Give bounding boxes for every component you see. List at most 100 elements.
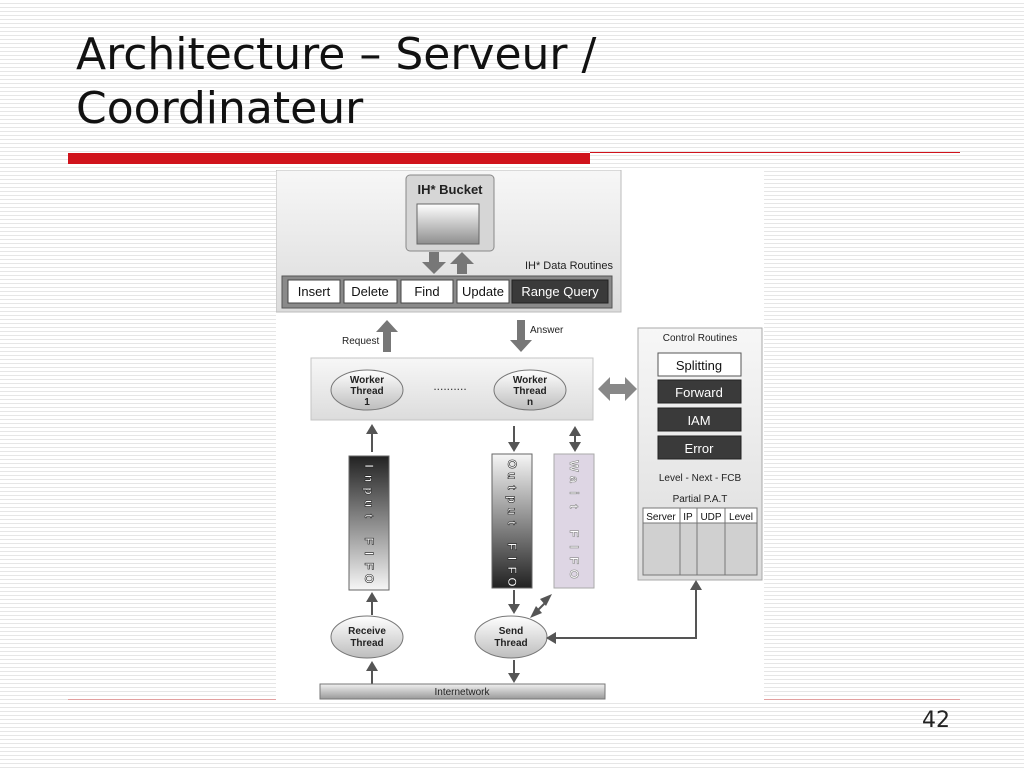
routine-range-query-button[interactable]: Range Query xyxy=(511,279,609,304)
control-error-label: Error xyxy=(685,441,715,456)
control-splitting-button[interactable]: Splitting xyxy=(657,352,742,377)
fifo-letter: i xyxy=(567,491,581,494)
control-forward-button[interactable]: Forward xyxy=(657,379,742,404)
title-underline-bar xyxy=(68,153,590,164)
fifo-letter: F xyxy=(567,530,581,537)
worker-thread-1-line: 1 xyxy=(364,397,370,408)
fifo-letter: t xyxy=(362,514,376,518)
fifo-letter: u xyxy=(362,500,376,507)
routine-delete-button[interactable]: Delete xyxy=(343,279,398,304)
fifo-letter: p xyxy=(505,496,519,503)
output-fifo xyxy=(491,453,533,589)
send-thread-line: Thread xyxy=(494,638,527,649)
fifo-letter: t xyxy=(567,505,581,509)
internetwork-to-receive-arrow xyxy=(366,661,378,684)
routine-find-label: Find xyxy=(414,284,439,299)
bucket-title: IH* Bucket xyxy=(417,182,483,197)
control-to-send-arrow xyxy=(546,580,702,644)
answer-arrow xyxy=(510,320,532,352)
slide-title-line-2: Coordinateur xyxy=(76,83,364,134)
fifo-letter: u xyxy=(505,472,519,479)
send-thread: Send Thread xyxy=(474,615,548,659)
fifo-letter: F xyxy=(505,567,519,574)
control-iam-label: IAM xyxy=(687,413,710,428)
pat-col-server: Server xyxy=(646,512,676,523)
worker-thread-1: Worker Thread 1 xyxy=(330,369,404,411)
control-routines-title: Control Routines xyxy=(663,333,737,344)
fifo-letter: I xyxy=(567,545,581,548)
request-arrow xyxy=(376,320,398,352)
page-number: 42 xyxy=(922,708,950,733)
receive-thread: Receive Thread xyxy=(330,615,404,659)
send-wait-arrow xyxy=(530,594,552,618)
wait-fifo xyxy=(553,453,595,589)
worker-to-output-arrow xyxy=(508,426,520,452)
send-to-internetwork-arrow xyxy=(508,660,520,683)
bucket-up-arrow xyxy=(450,252,474,274)
fifo-letter: F xyxy=(567,557,581,564)
worker-wait-arrow xyxy=(569,426,581,452)
data-routines-label: IH* Data Routines xyxy=(525,260,614,272)
partial-pat-label: Partial P.A.T xyxy=(673,494,728,505)
worker-thread-1-line: Worker xyxy=(350,375,384,386)
fifo-letter: a xyxy=(567,476,581,483)
worker-thread-1-line: Thread xyxy=(350,386,383,397)
internetwork-bar xyxy=(319,683,606,700)
fifo-letter: O xyxy=(505,459,519,468)
routine-range-query-label: Range Query xyxy=(521,284,599,299)
level-next-fcb-label: Level - Next - FCB xyxy=(659,473,742,484)
pat-col-udp: UDP xyxy=(700,512,721,523)
routine-insert-label: Insert xyxy=(298,284,331,299)
fifo-letter: p xyxy=(362,487,376,494)
fifo-letter: O xyxy=(362,574,376,583)
receive-to-input-arrow xyxy=(366,592,378,615)
bucket-down-arrow xyxy=(422,252,446,274)
control-forward-label: Forward xyxy=(675,385,723,400)
fifo-letter: O xyxy=(567,569,581,578)
fifo-letter: F xyxy=(505,543,519,550)
output-to-send-arrow xyxy=(508,590,520,614)
pat-col-level: Level xyxy=(729,512,753,523)
routine-delete-label: Delete xyxy=(351,284,389,299)
fifo-letter: t xyxy=(505,486,519,490)
fifo-letter: n xyxy=(362,475,376,482)
worker-thread-n-line: Worker xyxy=(513,375,547,386)
control-error-button[interactable]: Error xyxy=(657,435,742,460)
fifo-letter: t xyxy=(505,521,519,525)
receive-thread-line: Receive xyxy=(348,626,386,637)
fifo-letter: W xyxy=(567,460,581,472)
send-thread-line: Send xyxy=(499,626,523,637)
fifo-letter: u xyxy=(505,508,519,515)
routine-insert-button[interactable]: Insert xyxy=(287,279,341,304)
worker-thread-n: Worker Thread n xyxy=(493,369,567,411)
internetwork-label: Internetwork xyxy=(434,687,490,698)
fifo-letter: F xyxy=(362,562,376,569)
input-to-worker-arrow xyxy=(366,424,378,452)
fifo-letter: O xyxy=(505,577,519,586)
input-fifo xyxy=(348,455,390,591)
bucket-content xyxy=(416,203,480,245)
worker-thread-n-line: n xyxy=(527,397,533,408)
architecture-diagram: IH* Bucket IH* Data Routines Insert Dele… xyxy=(276,170,764,700)
worker-thread-n-line: Thread xyxy=(513,386,546,397)
slide-title: Architecture – Serveur / Coordinateur xyxy=(76,28,976,136)
request-label: Request xyxy=(342,336,379,347)
routine-find-button[interactable]: Find xyxy=(400,279,454,304)
control-splitting-label: Splitting xyxy=(676,358,722,373)
fifo-letter: I xyxy=(362,552,376,555)
receive-thread-line: Thread xyxy=(350,638,383,649)
routine-update-label: Update xyxy=(462,284,504,299)
answer-label: Answer xyxy=(530,325,564,336)
fifo-letter: F xyxy=(362,537,376,544)
pat-col-ip: IP xyxy=(683,512,693,523)
worker-control-arrow xyxy=(598,377,637,401)
workers-ellipsis: .......... xyxy=(433,379,466,393)
slide-title-line-1: Architecture – Serveur / xyxy=(76,29,597,80)
title-underline-thin xyxy=(590,152,960,153)
control-iam-button[interactable]: IAM xyxy=(657,407,742,432)
fifo-letter: I xyxy=(362,464,376,467)
routine-update-button[interactable]: Update xyxy=(456,279,510,304)
